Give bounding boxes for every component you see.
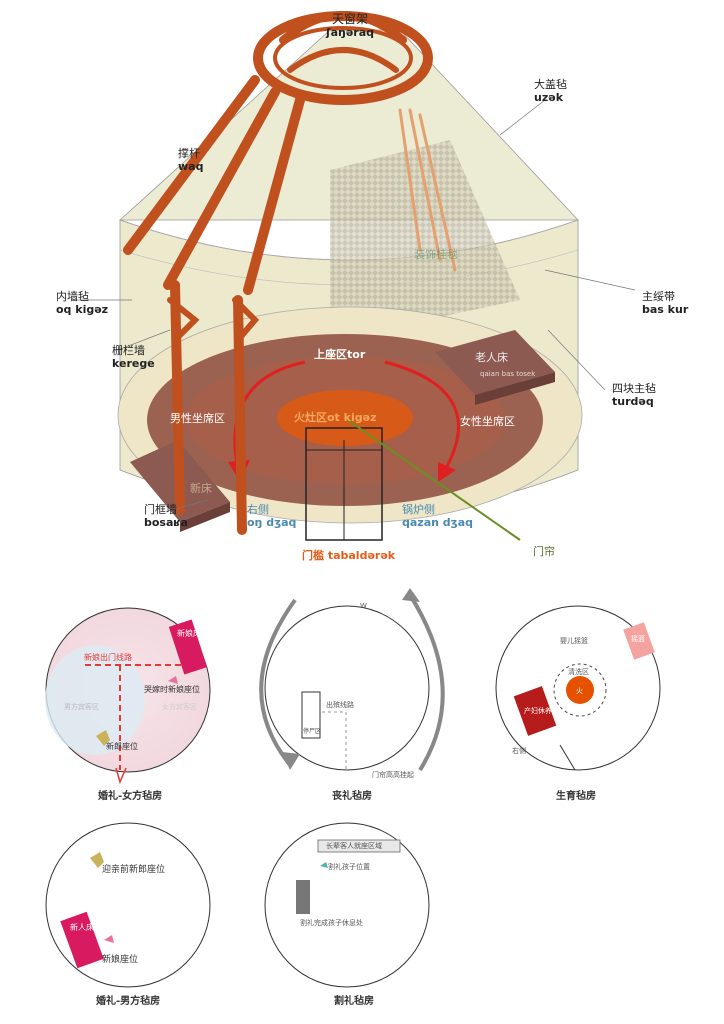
child-icon (320, 862, 328, 868)
wg-bed: 新人床 (70, 923, 94, 932)
groom-seat-icon (90, 852, 104, 868)
groom-seat-icon (96, 730, 110, 746)
bi-cradle: 婴儿摇篮 (560, 637, 588, 645)
wb-groom-seat: 新郎座位 (106, 742, 138, 751)
label-laorenchuang-lat: qaian bas tosek (480, 370, 536, 378)
label-huozaoqu: 火灶区ot kigəz (294, 411, 377, 424)
wb-bride-bed: 新娘床 (177, 629, 201, 638)
ci-rest: 割礼完成孩子休息处 (300, 919, 363, 927)
label-tianchuang: 天窗架 ʃaŋəraq (326, 12, 375, 40)
diagram-circumcision (264, 822, 430, 988)
guests-bar (317, 839, 401, 853)
route-line (85, 664, 185, 770)
fire-circle (566, 676, 594, 704)
caption-birth: 生育毡房 (556, 791, 596, 802)
wooden-frame (123, 11, 457, 535)
label-menkan: 门槛 tabaldərək (302, 549, 396, 562)
yurt-body (117, 29, 583, 541)
diagram-birth (495, 605, 661, 771)
fu-body: 停尸区 (303, 728, 322, 735)
wb-route: 新娘出门线路 (84, 653, 132, 662)
ci-child: 割礼孩子位置 (328, 863, 370, 871)
arrow-left (233, 360, 306, 471)
label-menlian: 门帘 (533, 545, 555, 558)
label-shangzuoqu: 上座区tor (314, 348, 366, 361)
label-faded: 装饰挂毯 (414, 248, 458, 261)
bi-mother: 产妇休养区 (524, 707, 559, 715)
bi-right: 右侧 (512, 747, 526, 755)
cradle-box (623, 622, 655, 660)
wg-groom-seat: 迎亲前新郎座位 (102, 865, 166, 875)
label-mengkuangqiang: 门框墙 bosaʁa (144, 503, 188, 529)
elder-bed (435, 330, 555, 395)
label-dagaizhan: 大盖毡 uzək (534, 78, 567, 104)
groom-bed (60, 911, 104, 969)
diagram-funeral (259, 588, 445, 772)
label-xinchuang: 新床 (190, 482, 212, 495)
label-guoluce: 锅炉侧 qazan dʒaq (402, 503, 474, 529)
ci-guests: 长辈客人就座区域 (326, 842, 382, 850)
mother-bed (513, 686, 557, 736)
wb-male-guests: 男方宾客区 (64, 703, 99, 711)
caption-wedding-groom: 婚礼-男方毡房 (96, 996, 161, 1007)
caption-wedding-bride: 婚礼-女方毡房 (98, 791, 163, 802)
caption-circumcision: 割礼毡房 (334, 996, 374, 1007)
diagram-wedding-groom (45, 822, 211, 988)
diagram-wedding-bride (45, 607, 211, 785)
bi-clean: 清洗区 (568, 668, 589, 676)
bride-bed (168, 619, 208, 675)
label-nvxing: 女性坐席区 (460, 415, 515, 428)
label-nanxing: 男性坐席区 (170, 412, 225, 425)
rest-area (296, 880, 310, 914)
weave-pattern (330, 140, 520, 340)
arrow-right (384, 360, 460, 471)
wg-bride-seat: 新娘座位 (102, 955, 139, 965)
label-youce: 右侧 oŋ dʒaq (247, 503, 297, 529)
fu-door: 门帘高高挂起 (372, 771, 414, 779)
body-area (301, 691, 321, 739)
label-chenggan: 撑杆 waq (178, 147, 204, 173)
fu-route: 出殡线路 (326, 701, 354, 709)
fu-north: W (360, 602, 367, 610)
label-zhusuidai: 主绥带 bas kur (642, 290, 689, 316)
wb-female-guests: 女方宾客区 (162, 703, 197, 711)
label-laorenchuang: 老人床 (475, 351, 508, 364)
caption-funeral: 丧礼毡房 (332, 791, 372, 802)
leader-lines (72, 99, 636, 511)
bi-fire: 火 (576, 687, 583, 695)
label-shanlanqiang: 栅栏墙 kerege (112, 344, 155, 370)
label-sikuaizhuzhan: 四块主毡 turdəq (612, 382, 656, 408)
bi-cradle-box: 摇篮 (631, 635, 645, 643)
bride-seat-icon (104, 935, 114, 943)
wb-cry-seat: 哭嫁时新娘座位 (144, 685, 200, 694)
bride-seat-icon (168, 676, 178, 684)
label-neiqiangzhan: 内墙毡 oq kigəz (56, 290, 109, 316)
